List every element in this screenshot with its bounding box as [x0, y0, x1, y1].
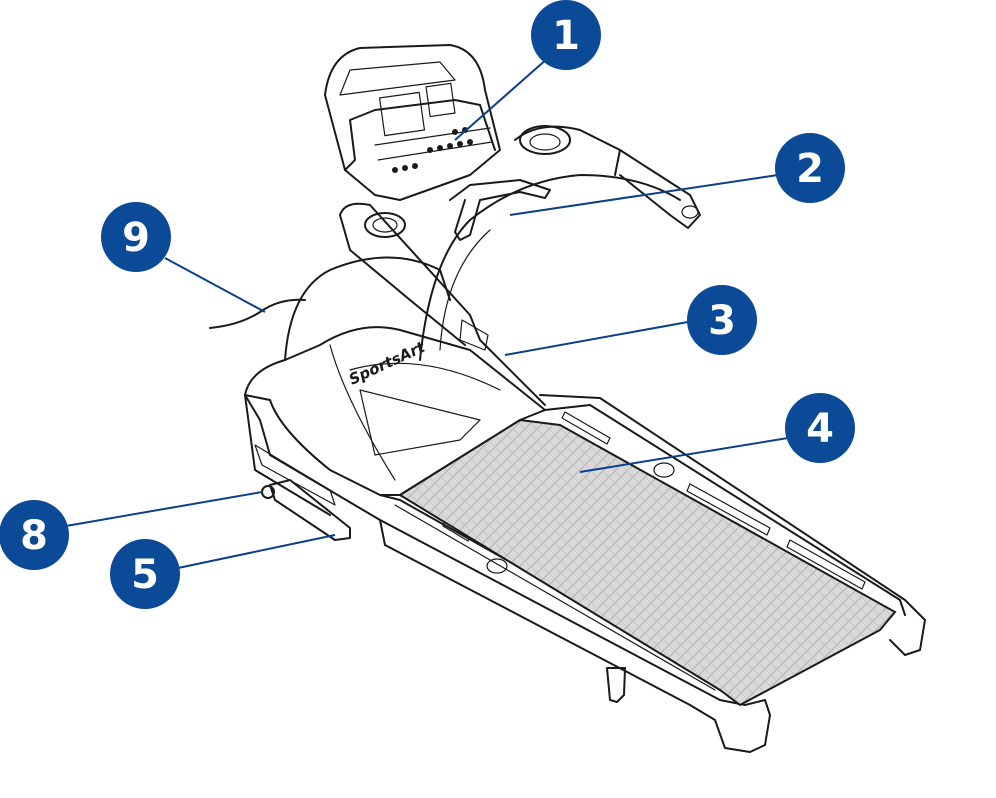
callout-9: 9: [101, 202, 171, 272]
leader-5: [177, 534, 336, 569]
leader-9: [164, 257, 266, 313]
callout-8-circle: [0, 500, 69, 570]
heart-rate-grips: [449, 179, 551, 241]
cup-holder-right: [519, 125, 571, 155]
handrail-left: [339, 202, 546, 406]
frame-left-rail: [244, 394, 771, 753]
callout-3-label: 3: [708, 298, 736, 344]
leader-3: [504, 321, 689, 356]
leader-lines: [65, 57, 789, 569]
callout-4: 4: [785, 393, 855, 463]
callout-2: 2: [775, 133, 845, 203]
leader-2: [509, 174, 779, 216]
callout-1: 1: [531, 0, 601, 70]
callout-2-circle: [775, 133, 845, 203]
callout-4-label: 4: [806, 406, 834, 452]
front-leveling-foot: [606, 667, 626, 703]
callout-3: 3: [687, 285, 757, 355]
leader-1: [454, 57, 549, 141]
callout-2-label: 2: [796, 146, 824, 192]
leader-4: [579, 437, 789, 473]
power-cord: [209, 298, 306, 329]
callout-5-label: 5: [131, 552, 159, 598]
side-platform-right: [544, 404, 906, 616]
callout-1-label: 1: [552, 13, 580, 59]
callout-9-circle: [101, 202, 171, 272]
side-vent: [254, 444, 336, 506]
callout-5: 5: [110, 539, 180, 609]
handrail-right: [514, 125, 701, 229]
callout-8: 8: [0, 500, 69, 570]
callout-3-circle: [687, 285, 757, 355]
callout-8-label: 8: [20, 513, 48, 559]
callout-5-circle: [110, 539, 180, 609]
motor-hood: [244, 326, 546, 496]
running-belt: [398, 418, 897, 707]
callout-1-circle: [531, 0, 601, 70]
upright-column: [284, 256, 451, 361]
brand-logo: SportsArt: [346, 338, 428, 389]
cup-holder-left: [364, 212, 406, 238]
callout-4-circle: [785, 393, 855, 463]
leader-8: [65, 491, 263, 527]
rear-support-foot: [269, 479, 351, 541]
callout-9-label: 9: [122, 215, 150, 261]
frame-right-rail: [539, 394, 926, 656]
console: [324, 44, 501, 201]
